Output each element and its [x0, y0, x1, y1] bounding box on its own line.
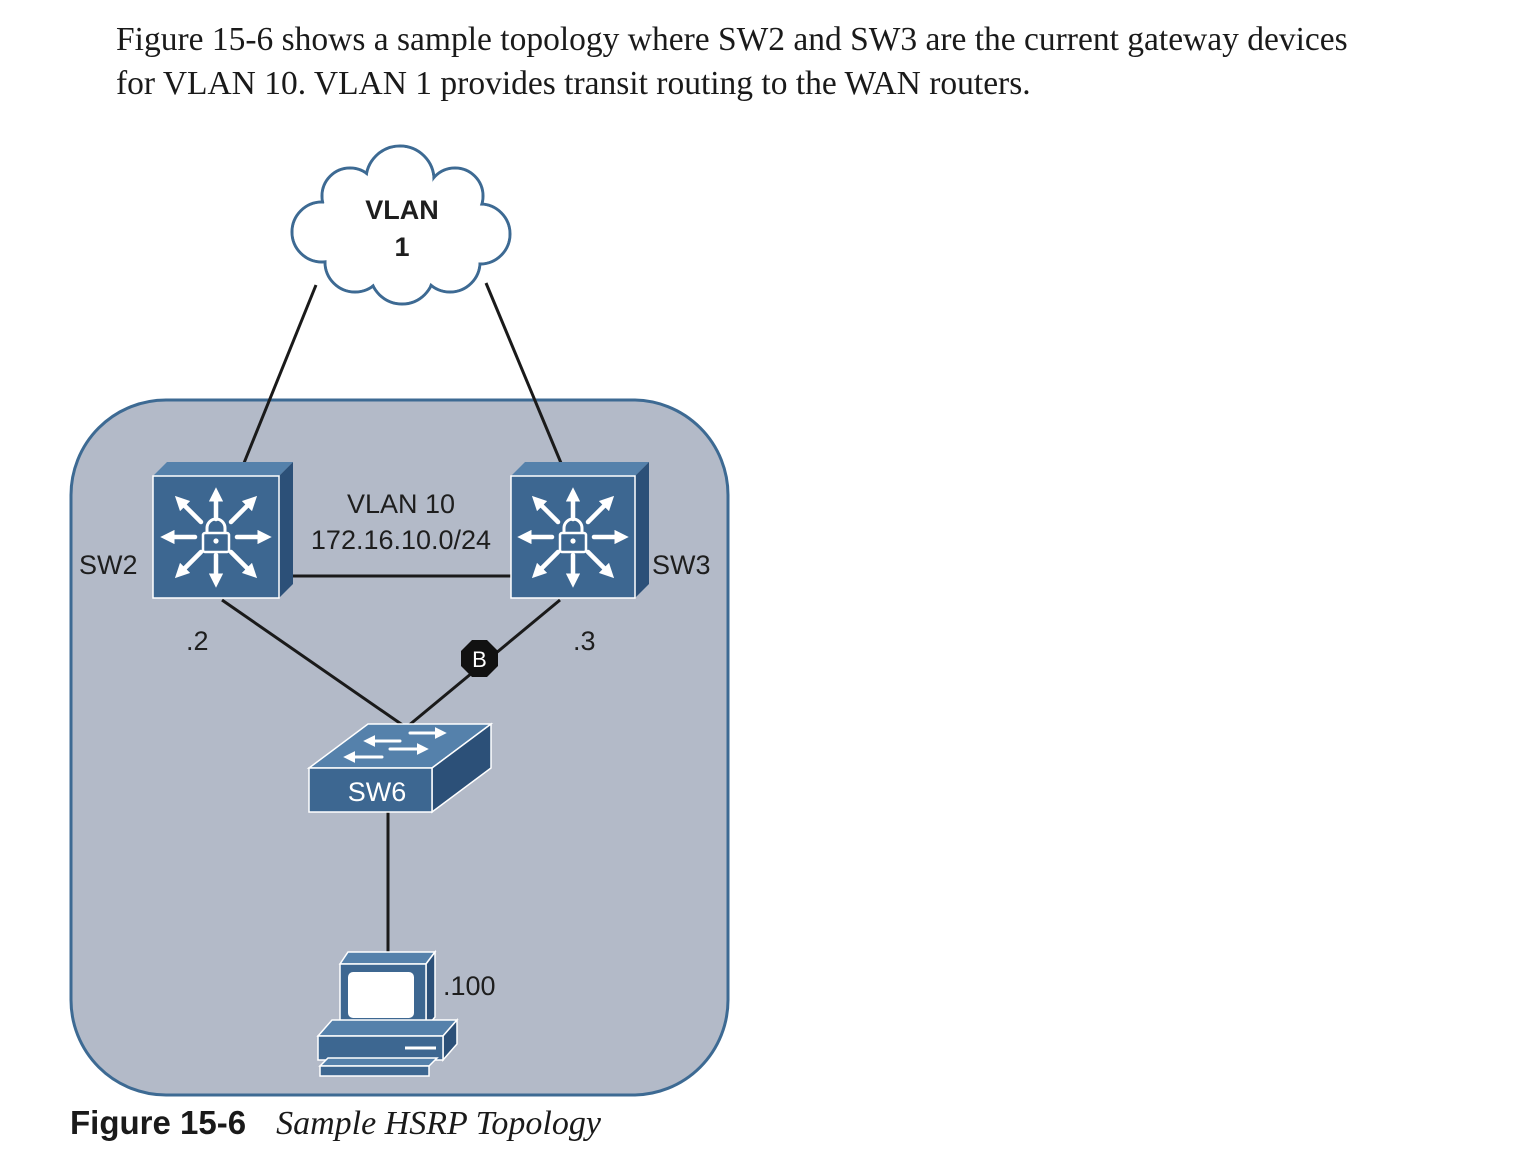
blocked-port-label: B [472, 647, 487, 672]
vlan10-label: VLAN 10 [347, 489, 455, 519]
pc-address-label: .100 [443, 971, 496, 1001]
intro-paragraph: Figure 15-6 shows a sample topology wher… [116, 18, 1496, 106]
sw3-address-label: .3 [573, 626, 596, 656]
figure-title: Sample HSRP Topology [276, 1105, 601, 1142]
sw3-multilayer-switch-icon[interactable] [510, 462, 649, 599]
pc-workstation-icon[interactable] [316, 949, 459, 1077]
cloud-label-line-2: 1 [394, 232, 409, 262]
subnet-label: 172.16.10.0/24 [311, 525, 491, 555]
intro-line-2: for VLAN 10. VLAN 1 provides transit rou… [116, 65, 1031, 102]
figure-number: Figure 15-6 [70, 1104, 247, 1141]
link-cloud-sw3 [484, 282, 563, 464]
sw2-multilayer-switch-icon[interactable] [152, 462, 293, 599]
intro-line-1: Figure 15-6 shows a sample topology wher… [116, 21, 1348, 58]
sw6-switch-icon[interactable]: SW6 [306, 722, 494, 814]
sw2-address-label: .2 [186, 626, 209, 656]
vlan1-cloud: VLAN 1 [290, 144, 512, 306]
figure-caption: Figure 15-6 Sample HSRP Topology [70, 1104, 601, 1143]
link-sw2-sw6 [221, 598, 405, 728]
sw2-label: SW2 [79, 550, 138, 580]
link-cloud-sw2 [242, 284, 318, 464]
sw3-label: SW3 [652, 550, 711, 580]
sw6-label: SW6 [348, 777, 407, 807]
cloud-label-line-1: VLAN [365, 195, 439, 225]
blocked-port-badge: B [461, 640, 498, 677]
